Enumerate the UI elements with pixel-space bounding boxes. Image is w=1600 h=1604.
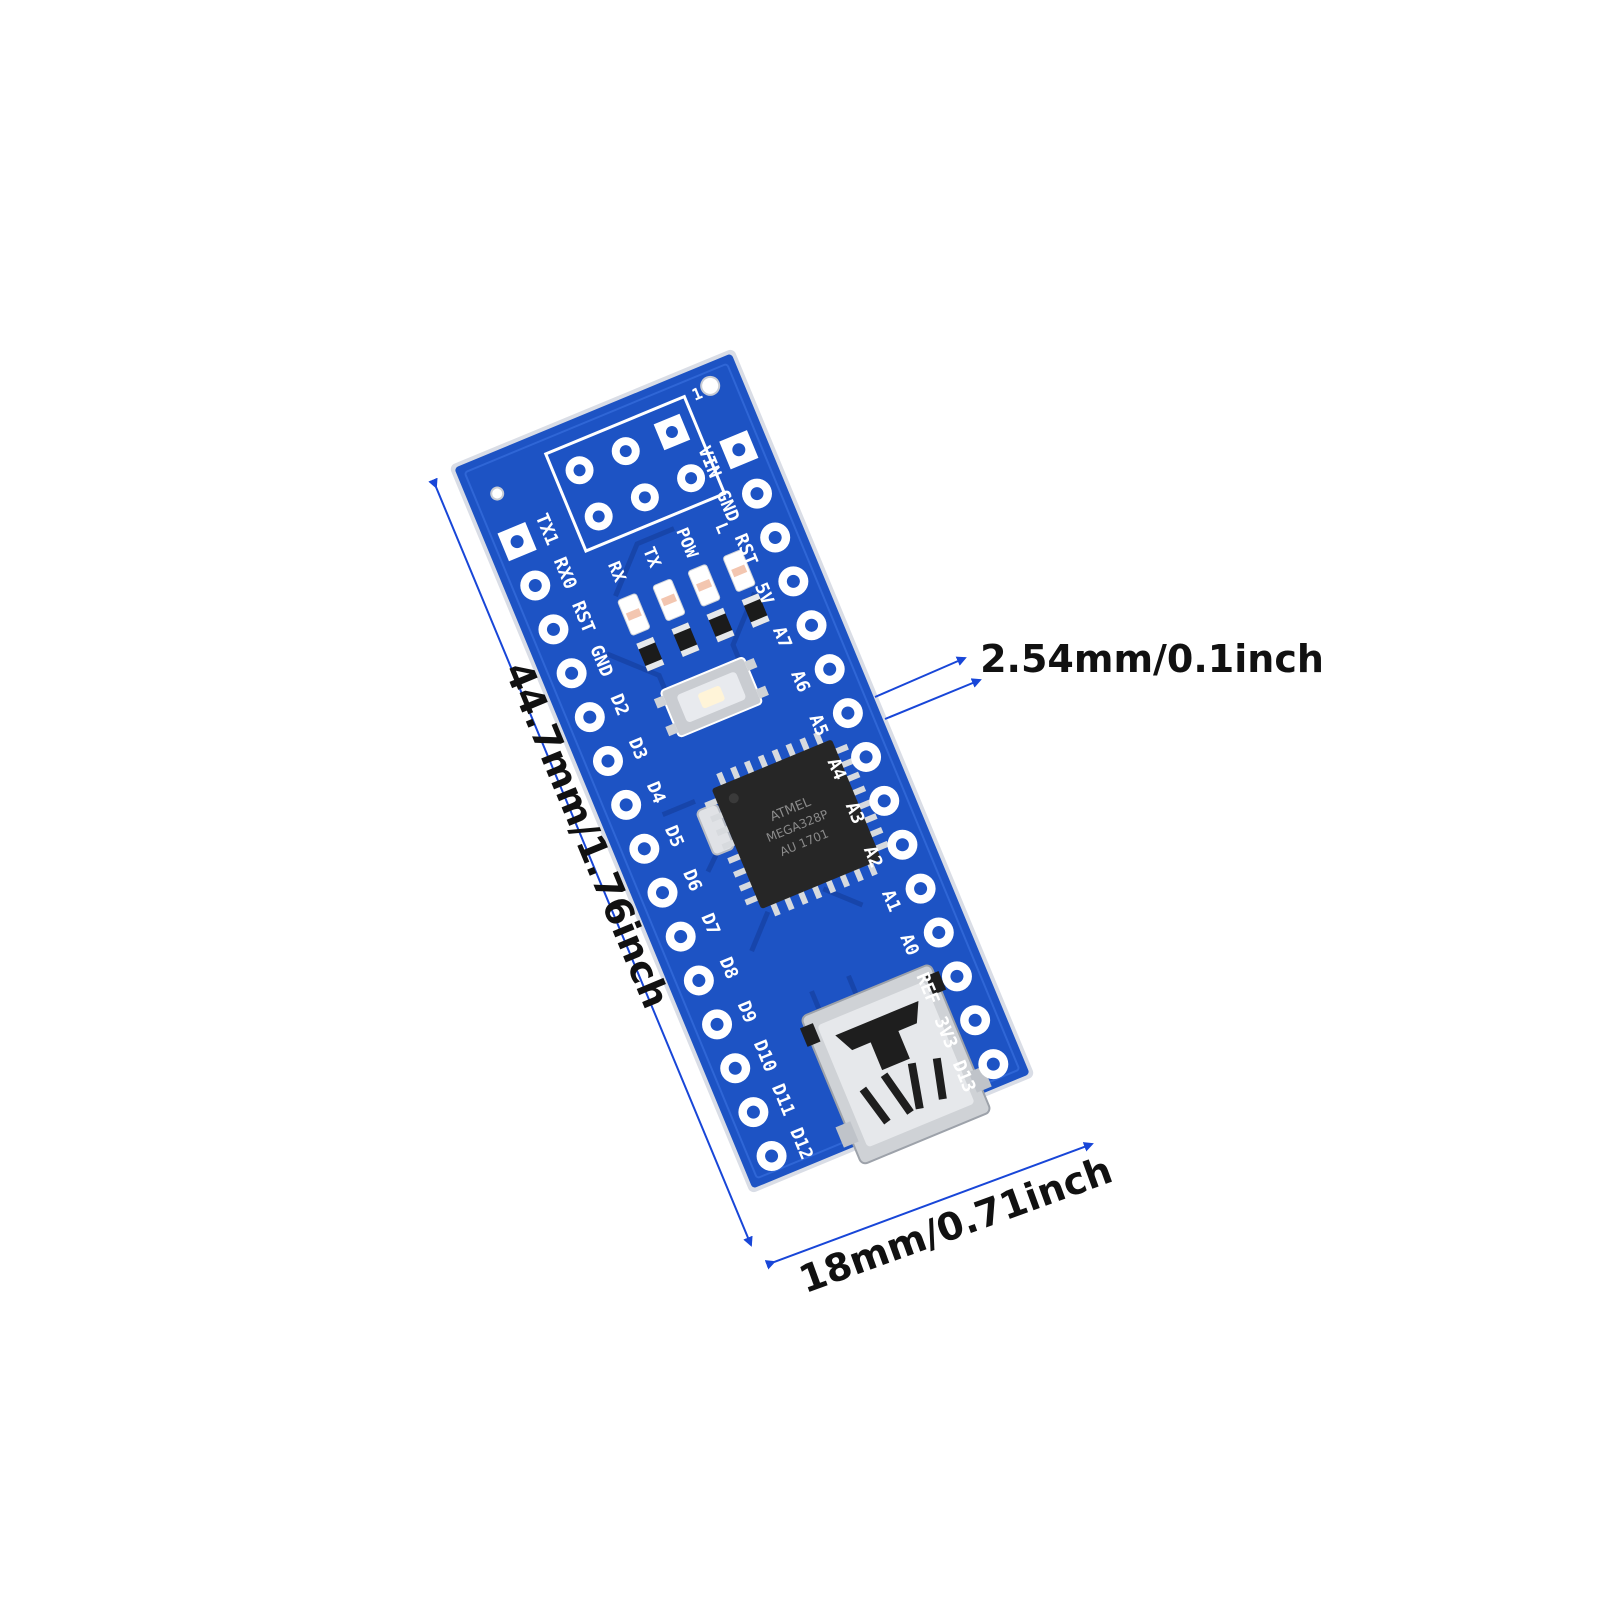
right-pin-hole xyxy=(841,706,855,720)
right-pin-hole xyxy=(750,487,764,501)
chip-pin xyxy=(873,840,890,852)
right-pin-hole xyxy=(877,794,891,808)
right-pin-hole xyxy=(786,574,800,588)
chip-pin xyxy=(850,785,867,797)
chip-pin xyxy=(856,799,872,811)
right-pin-hole xyxy=(805,618,819,632)
chip-pin xyxy=(811,883,823,900)
icsp-pin-hole xyxy=(665,426,678,439)
chip-pin xyxy=(799,737,811,753)
right-pin-hole xyxy=(823,662,837,676)
right-pin-hole xyxy=(950,969,964,983)
chip-pin xyxy=(771,748,783,765)
chip-pin xyxy=(833,743,849,755)
width-dimension-line xyxy=(764,1142,1094,1270)
right-pin-hole xyxy=(895,838,909,852)
length-dimension-line xyxy=(428,477,753,1247)
mini-usb-connector xyxy=(799,964,992,1165)
right-pin-hole xyxy=(768,531,782,545)
right-pin-hole xyxy=(914,882,928,896)
chip-pin xyxy=(797,889,809,905)
right-pin-hole xyxy=(732,443,746,457)
chip-pin xyxy=(868,827,884,838)
chip-pin xyxy=(769,901,781,917)
chip-pin xyxy=(852,866,864,882)
chip-pin xyxy=(839,872,850,888)
chip-pin xyxy=(862,813,878,825)
width-dimension-label: 18mm/0.71inch xyxy=(793,1148,1118,1302)
chip-pin xyxy=(839,757,855,769)
right-pin-hole xyxy=(986,1057,1000,1071)
chip-pin xyxy=(845,771,861,783)
chip-pin xyxy=(783,895,795,911)
chip-pin xyxy=(866,860,878,877)
icsp-pin-hole xyxy=(619,445,632,458)
led-resistor-cap xyxy=(750,615,770,628)
right-pin-hole xyxy=(932,925,946,939)
pitch-dimension-line-bottom xyxy=(884,678,982,720)
pitch-dimension-line-top xyxy=(874,656,967,698)
icsp-pin-hole xyxy=(573,464,586,477)
right-pin-hole xyxy=(968,1013,982,1027)
chip-pin xyxy=(757,754,769,770)
dimension-width: 18mm/0.71inch xyxy=(764,1142,1118,1302)
dimension-pitch: 2.54mm/0.1inch xyxy=(874,637,1324,720)
chip-pin xyxy=(825,878,837,894)
right-pin-hole xyxy=(859,750,873,764)
mounting-hole xyxy=(700,375,721,396)
chip-pin xyxy=(813,731,825,747)
pitch-dimension-label: 2.54mm/0.1inch xyxy=(980,637,1324,681)
chip-pin xyxy=(785,743,797,759)
